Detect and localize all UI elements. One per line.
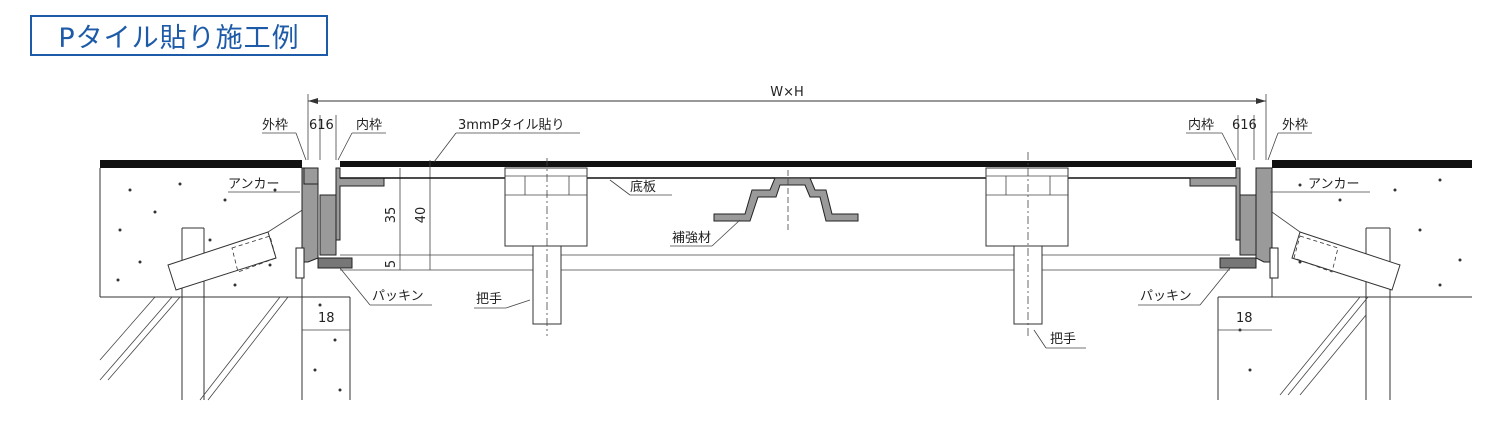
anchor-right-label: アンカー <box>1308 177 1359 192</box>
dim-18-left-label: 18 <box>318 311 335 326</box>
outer-frame-right-label: 外枠 <box>1282 118 1308 133</box>
outer-frame-left <box>295 167 353 279</box>
title-box: Pタイル貼り施工例 <box>30 15 328 56</box>
inner-frame-left-label: 内枠 <box>356 117 382 133</box>
lid-tile-surface <box>340 161 1236 167</box>
dimension-depth: 35 40 5 <box>340 160 1230 271</box>
gap-right-label: 616 <box>1232 118 1257 133</box>
overall-dimension: W×H <box>307 85 1267 160</box>
floor-tile-surface-left <box>100 160 302 168</box>
dim-18-right-label: 18 <box>1236 311 1253 326</box>
gap-left-label: 616 <box>309 118 334 133</box>
overall-dimension-label: W×H <box>770 85 804 100</box>
dim-5-label: 5 <box>384 260 399 268</box>
concrete-left <box>99 168 303 400</box>
anchor-left-label: アンカー <box>228 177 279 192</box>
inner-frame-left <box>335 167 385 241</box>
dim-40-label: 40 <box>414 207 429 224</box>
outer-frame-left-label: 外枠 <box>262 118 288 133</box>
inner-frame-right <box>1189 167 1241 241</box>
floor-tile-surface-right <box>1272 160 1472 168</box>
handle-right-label: 把手 <box>1050 332 1076 347</box>
anchor-right <box>1254 199 1401 291</box>
page-title: Pタイル貼り施工例 <box>58 23 300 54</box>
handle-left-label: 把手 <box>476 292 502 307</box>
packing-left-label: パッキン <box>372 289 424 304</box>
handle-left <box>504 158 588 336</box>
substructure-left <box>99 227 351 401</box>
inner-frame-right-label: 内枠 <box>1188 117 1214 133</box>
dim-35-label: 35 <box>384 207 399 224</box>
reinforcement-label: 補強材 <box>672 231 711 246</box>
packing-right-label: パッキン <box>1140 289 1192 304</box>
tile-label: 3mmPタイル貼り <box>458 118 564 133</box>
handle-right <box>985 152 1069 336</box>
bottom-plate-label: 底板 <box>630 179 656 195</box>
reinforcement <box>713 170 859 232</box>
